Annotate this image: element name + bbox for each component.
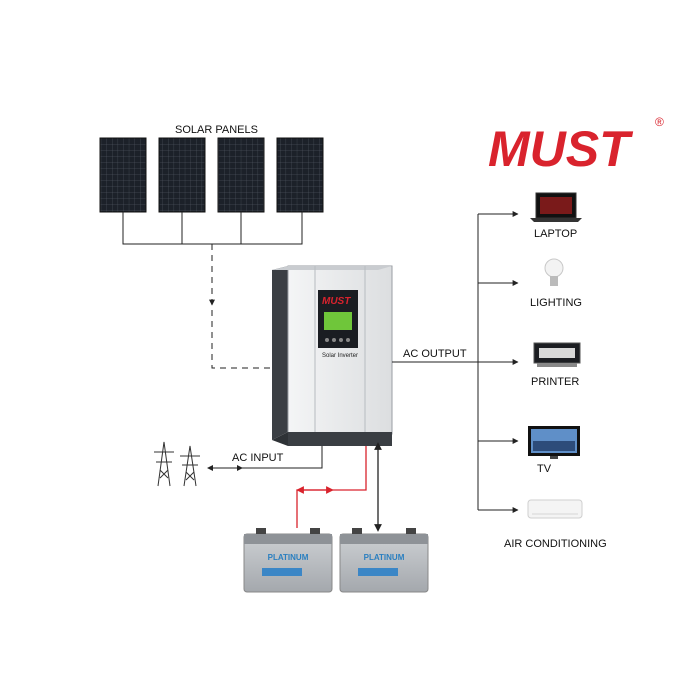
load-laptop: LAPTOP	[530, 192, 582, 240]
battery-label: PLATINUM	[364, 553, 405, 562]
brand-logo: MUST ®	[488, 115, 664, 177]
ac-input-label: AC INPUT	[232, 452, 284, 464]
battery-bank: PLATINUM PLATINUM	[243, 528, 429, 593]
solar-panel	[158, 137, 206, 213]
solar-inverter: MUST Solar Inverter	[272, 265, 393, 446]
inverter-label: Solar Inverter	[322, 353, 358, 359]
load-tv: TV	[528, 426, 580, 475]
solar-panel-array	[99, 137, 324, 213]
load-label: TV	[537, 463, 552, 475]
load-air-conditioning: AIR CONDITIONING	[504, 499, 607, 550]
laptop-icon	[530, 192, 582, 222]
ac-output-wiring	[392, 211, 519, 513]
ac-input-wiring	[207, 446, 323, 471]
battery-label: PLATINUM	[268, 553, 309, 562]
pv-dc-line-lower	[211, 310, 270, 369]
load-printer: PRINTER	[531, 342, 581, 388]
tv-icon	[528, 426, 580, 459]
load-label: LIGHTING	[530, 297, 582, 309]
utility-grid-tower-icon	[154, 441, 200, 487]
load-label: PRINTER	[531, 376, 579, 388]
battery: PLATINUM	[243, 528, 333, 593]
inverter-brand: MUST	[322, 296, 351, 307]
printer-icon	[533, 342, 581, 367]
battery-wiring	[296, 442, 382, 532]
air-conditioner-icon	[527, 499, 583, 519]
registered-mark: ®	[655, 115, 664, 129]
brand-name: MUST	[488, 121, 634, 177]
solar-panel	[99, 137, 147, 213]
load-label: AIR CONDITIONING	[504, 538, 607, 550]
load-lighting: LIGHTING	[530, 258, 582, 309]
ac-output-label: AC OUTPUT	[403, 348, 467, 360]
light-bulb-icon	[544, 258, 564, 286]
load-label: LAPTOP	[534, 228, 577, 240]
panel-wiring	[122, 212, 303, 245]
solar-panel	[276, 137, 324, 213]
battery: PLATINUM	[339, 528, 429, 593]
inverter-lcd	[324, 312, 352, 330]
solar-panel	[217, 137, 265, 213]
solar-panels-label: SOLAR PANELS	[175, 124, 258, 136]
